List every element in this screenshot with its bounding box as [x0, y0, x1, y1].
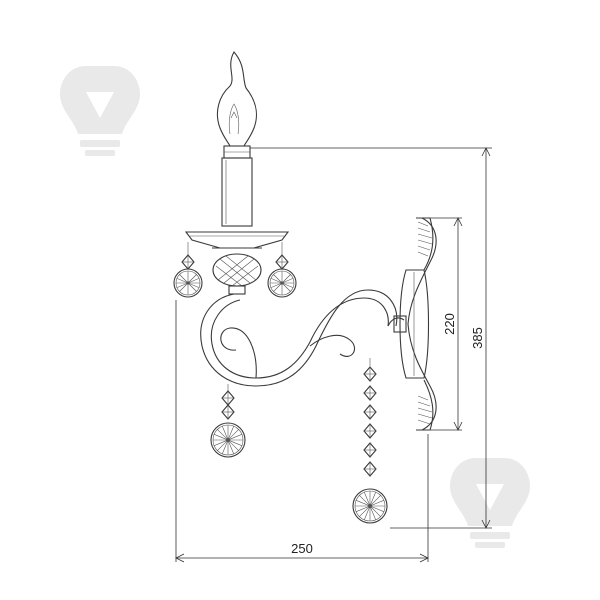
dimension-plate-height: 220: [442, 313, 457, 335]
dimension-total-height: 385: [470, 327, 485, 349]
small-pendants: [173, 242, 297, 298]
candle-bulb: [216, 51, 257, 159]
pendant-right: [352, 358, 388, 524]
dimension-width: 250: [291, 541, 313, 556]
dimension-lines: [175, 147, 492, 563]
bobeche: [184, 231, 290, 249]
pendant-left: [210, 384, 246, 458]
glass-bobble: [212, 253, 262, 295]
bulb-logo-icon: [60, 66, 140, 156]
bulb-logo-icon: [450, 458, 530, 548]
wall-plate: [399, 217, 437, 431]
candle-sleeve: [221, 157, 253, 227]
scroll-arm: [200, 289, 407, 387]
